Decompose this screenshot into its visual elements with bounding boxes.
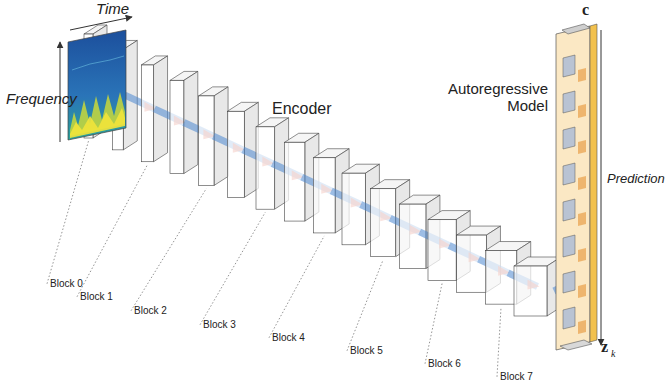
block-label: Block 2 xyxy=(134,305,167,317)
leader-line xyxy=(269,236,324,338)
context-tile xyxy=(563,55,575,77)
box-front xyxy=(227,111,244,197)
block-label: Block 1 xyxy=(80,291,113,303)
block-label: Block 5 xyxy=(350,345,383,357)
prediction-cone xyxy=(578,104,586,118)
encoder-box xyxy=(514,257,561,316)
prediction-cone xyxy=(578,140,586,154)
block-label: Block 6 xyxy=(428,358,461,370)
block-label: Block 3 xyxy=(203,319,236,331)
context-tile xyxy=(563,235,575,257)
axis-label: Frequency xyxy=(6,90,77,107)
box-front xyxy=(141,65,153,162)
prediction-cone xyxy=(578,212,586,226)
block-label: Block 7 xyxy=(500,371,533,383)
context-tile xyxy=(563,271,575,293)
context-tile xyxy=(563,127,575,149)
box-front xyxy=(256,127,275,209)
box-front xyxy=(514,266,547,316)
block-leaders xyxy=(47,141,501,377)
section-label: Encoder xyxy=(272,100,332,118)
box-front xyxy=(170,80,184,173)
time-arrow xyxy=(70,17,132,30)
box-front xyxy=(342,173,365,245)
leader-line xyxy=(200,212,265,325)
spectrogram xyxy=(68,30,126,140)
leader-line xyxy=(497,307,501,377)
subscript-label: k xyxy=(611,348,615,360)
prediction-cone xyxy=(578,320,586,334)
context-tile xyxy=(563,163,575,185)
leader-line xyxy=(425,283,442,363)
box-front xyxy=(285,142,305,221)
variable-label: z xyxy=(601,338,608,356)
context-tile xyxy=(563,307,575,329)
context-tile xyxy=(563,91,575,113)
leader-line xyxy=(347,260,383,351)
encoder-blocks xyxy=(84,25,562,316)
prediction-arrow xyxy=(601,30,602,345)
variable-label: c xyxy=(582,1,589,19)
prediction-cone xyxy=(578,248,586,262)
context-tiles xyxy=(563,55,586,334)
leader-line xyxy=(77,165,147,297)
leader-line xyxy=(47,141,89,284)
autoregressive-column xyxy=(556,24,597,350)
axis-label: Prediction xyxy=(607,172,665,187)
box-front xyxy=(199,96,214,186)
leader-line xyxy=(131,188,206,310)
axis-label: Time xyxy=(96,0,129,17)
prediction-cone xyxy=(578,176,586,190)
context-tile xyxy=(563,199,575,221)
box-front xyxy=(313,158,335,233)
prediction-cone xyxy=(578,284,586,298)
section-label: Autoregressive Model xyxy=(436,80,548,115)
prediction-cone xyxy=(578,68,586,82)
block-label: Block 0 xyxy=(50,278,83,290)
block-label: Block 4 xyxy=(272,332,305,344)
